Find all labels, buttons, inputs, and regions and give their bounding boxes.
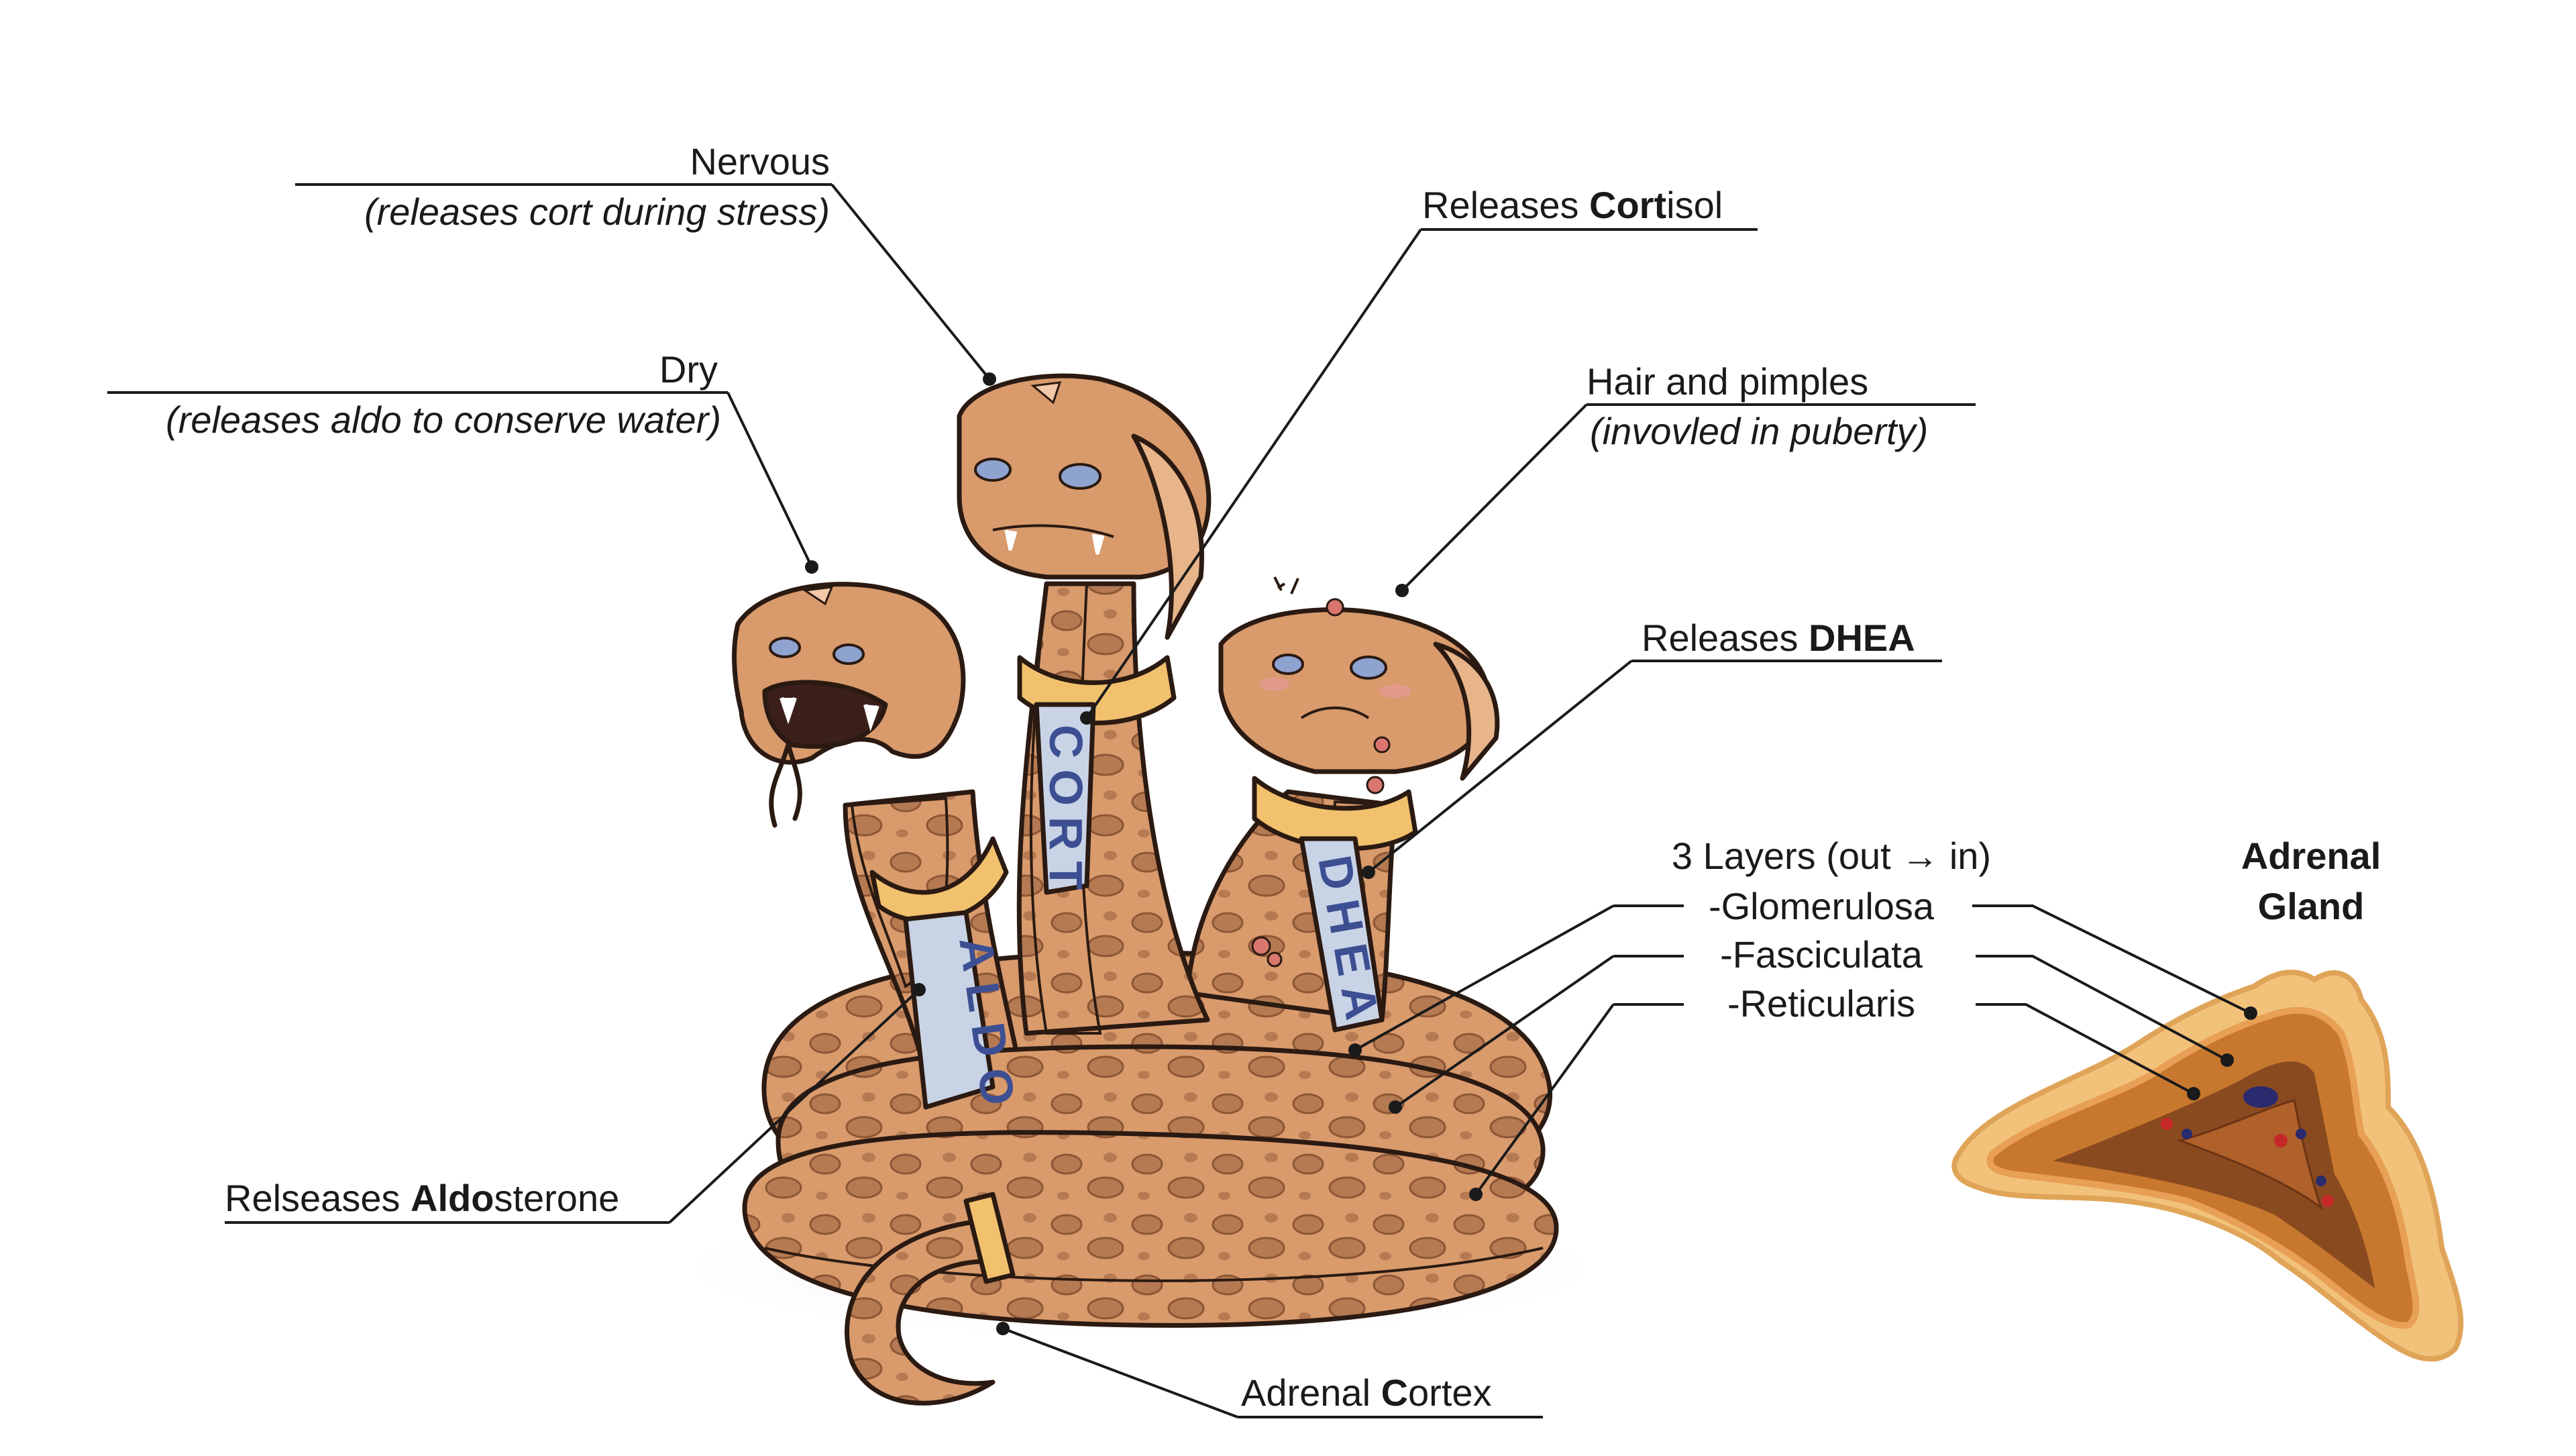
head-center (957, 373, 1212, 640)
sash-right (1299, 836, 1385, 1033)
nervous-subtitle: (releases cort during stress) (364, 191, 830, 233)
gland-vessel (2322, 1195, 2334, 1207)
tail-ring (963, 1192, 1016, 1284)
gland-vessel (2316, 1176, 2326, 1186)
snake-tail (845, 1218, 996, 1406)
head-right (1218, 576, 1500, 968)
label-adrenal-gland: Adrenal Gland (2241, 835, 2381, 927)
gland-vessel (2296, 1129, 2306, 1139)
gland-vessel (2274, 1134, 2288, 1147)
label-hair-and-pimples: Hair and pimples (invovled in puberty) (1395, 360, 1976, 597)
cortisol-label: Releases Cortisol (1422, 184, 1723, 226)
nervous-title: Nervous (690, 140, 830, 183)
collar-right (1252, 776, 1418, 851)
gland-title-line1: Adrenal (2241, 835, 2381, 877)
sash-center-label: CORT (1040, 725, 1092, 900)
layer-fasciculata: -Fasciculata (1720, 933, 1923, 976)
gland-vessel (2182, 1129, 2192, 1139)
layer-glomerulosa: -Glomerulosa (1709, 885, 1935, 927)
hair-subtitle: (invovled in puberty) (1590, 410, 1928, 452)
layer-reticularis: -Reticularis (1727, 982, 1915, 1025)
label-dry: Dry (releases aldo to conserve water) (107, 348, 818, 574)
layers-title: 3 Layers (out → in) (1672, 835, 1991, 877)
dry-subtitle: (releases aldo to conserve water) (166, 399, 721, 441)
aldo-label: Relseases Aldosterone (225, 1177, 619, 1219)
gland-vessel (2161, 1118, 2173, 1130)
label-releases-cortisol: Releases Cortisol (1080, 184, 1758, 725)
gland-vessel-large (2243, 1086, 2278, 1108)
hair-title: Hair and pimples (1587, 360, 1868, 403)
sash-left (903, 910, 996, 1110)
dry-title: Dry (659, 348, 718, 391)
three-headed-snake-illustration: ALDO CORT DHEA (651, 373, 1630, 1406)
label-nervous: Nervous (releases cort during stress) (295, 140, 996, 386)
label-releases-dhea: Releases DHEA (1362, 617, 1942, 879)
sash-center (1034, 702, 1096, 895)
label-three-layers: 3 Layers (out → in) -Glomerulosa -Fascic… (1348, 835, 2257, 1201)
gland-medulla (2177, 1099, 2323, 1211)
head-left (732, 582, 966, 828)
gland-title-line2: Gland (2258, 885, 2365, 927)
coil-front (742, 1130, 1559, 1328)
label-releases-aldosterone: Relseases Aldosterone (225, 983, 926, 1224)
label-adrenal-cortex: Adrenal Cortex (996, 1322, 1543, 1418)
adrenal-gland-illustration (1951, 970, 2464, 1362)
dhea-label: Releases DHEA (1642, 617, 1915, 659)
cortex-label: Adrenal Cortex (1241, 1371, 1492, 1414)
